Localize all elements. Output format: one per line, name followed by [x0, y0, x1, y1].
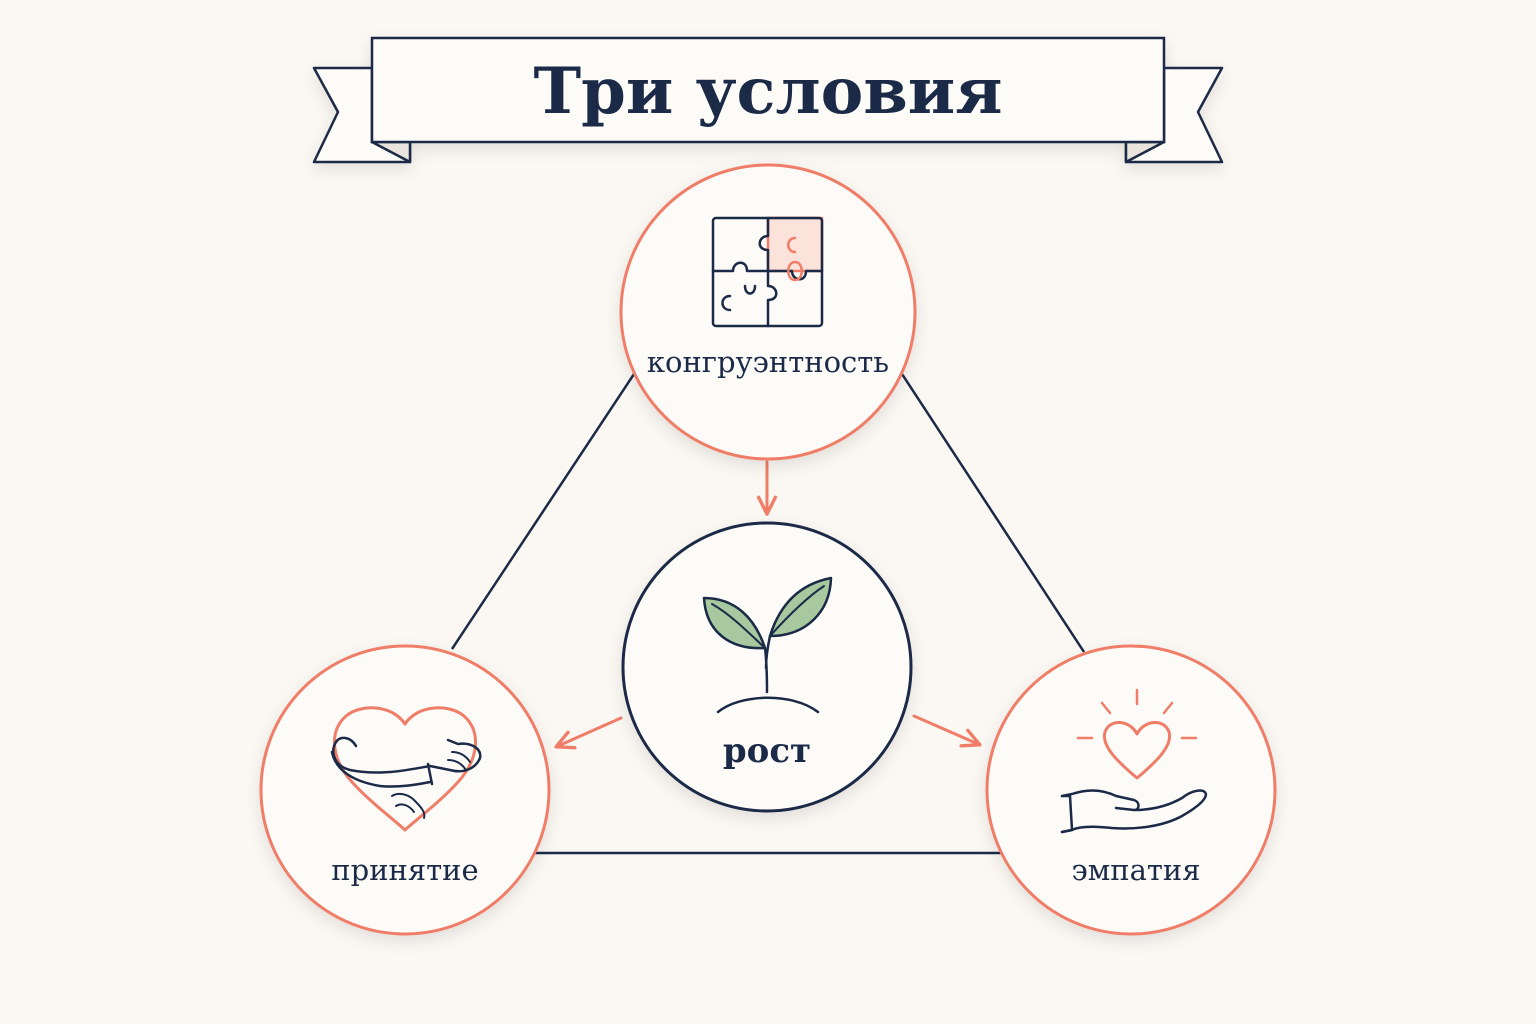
- node-growth-label: рост: [723, 731, 811, 771]
- puzzle-coral-tab: [787, 236, 803, 282]
- node-acceptance-circle: [259, 644, 551, 936]
- sprout-soil: [716, 696, 820, 714]
- sprout-icon: [702, 576, 833, 714]
- hand-heart-icon: [1060, 688, 1208, 834]
- node-empathy-label: эмпатия: [1071, 853, 1200, 887]
- hug-shoulder: [334, 736, 358, 748]
- arrow-center-to-right: [912, 714, 982, 748]
- puzzle-vertical-seam: [758, 216, 778, 328]
- sprout-stem: [763, 646, 769, 694]
- hug-arm-lower: [330, 750, 432, 788]
- node-growth: рост: [621, 521, 913, 813]
- sprout-left-vein: [711, 603, 766, 649]
- sprout-right-vein: [769, 585, 825, 637]
- puzzle-icon: [711, 216, 824, 328]
- hug-arm-upper: [332, 738, 482, 774]
- hug-fingers: [447, 751, 471, 771]
- banner-body: [370, 36, 1166, 144]
- puzzle-horizontal-seam: [711, 261, 824, 281]
- hand-cuff: [1060, 794, 1074, 834]
- node-empathy-circle: [985, 644, 1277, 936]
- node-congruence-label: конгруэнтность: [647, 345, 889, 379]
- node-acceptance: принятие: [259, 644, 551, 936]
- sprout-left-leaf: [702, 596, 767, 650]
- hug-lower-hand: [391, 792, 426, 819]
- edge-top-right: [900, 373, 1086, 653]
- title-banner: [312, 36, 1224, 164]
- hug-cuff: [426, 762, 434, 786]
- node-empathy: эмпатия: [985, 644, 1277, 936]
- edge-top-left: [450, 373, 636, 650]
- puzzle-navy-tab: [721, 284, 757, 312]
- hug-heart-outline: [333, 706, 477, 832]
- growth-arrows: [554, 460, 982, 750]
- open-hand: [1060, 789, 1208, 834]
- arrow-center-to-left: [554, 716, 623, 750]
- node-congruence: конгруэнтность: [619, 163, 917, 461]
- sprout-stem-branch: [764, 634, 772, 670]
- heart-rays: [1076, 688, 1198, 740]
- heart-hug-icon: [330, 706, 482, 832]
- triangle-edges: [450, 373, 1086, 855]
- node-acceptance-label: принятие: [331, 853, 478, 887]
- diagram-title: Три условия: [533, 54, 1002, 129]
- empathy-heart: [1102, 721, 1172, 780]
